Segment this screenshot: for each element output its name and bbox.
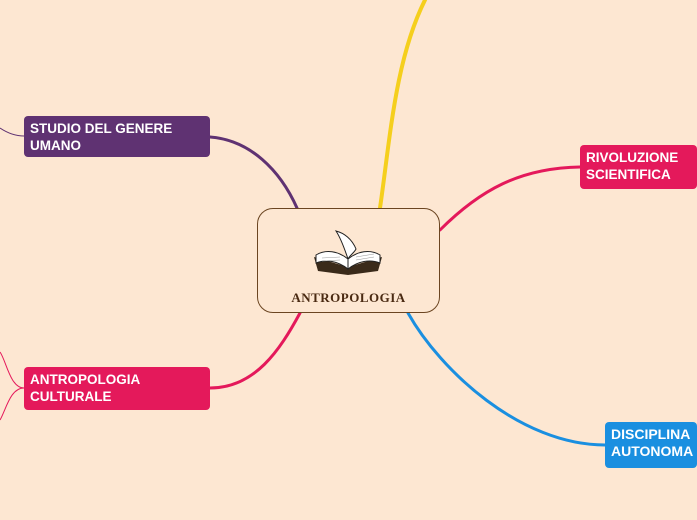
open-book-icon xyxy=(314,230,382,275)
node-studio-del-genere-umano[interactable]: STUDIO DEL GENERE UMANO xyxy=(24,116,210,157)
central-topic-title: ANTROPOLOGIA xyxy=(291,290,406,305)
link-antro-cult-sub1 xyxy=(0,351,25,389)
link-studio xyxy=(208,135,299,210)
link-top-yellow xyxy=(378,0,427,210)
link-studio-sub xyxy=(0,127,25,137)
link-antro-cult-sub2 xyxy=(0,387,25,421)
link-discipline xyxy=(406,311,607,447)
node-antropologia-culturale[interactable]: ANTROPOLOGIA CULTURALE xyxy=(24,367,210,410)
node-disciplina-autonoma[interactable]: DISCIPLINA AUTONOMA xyxy=(605,422,697,468)
link-antro-cult xyxy=(208,311,302,390)
node-rivoluzione-scientifica[interactable]: RIVOLUZIONE SCIENTIFICA xyxy=(580,145,697,189)
central-topic[interactable]: ANTROPOLOGIA xyxy=(257,208,440,313)
link-rivoluzione xyxy=(438,165,582,232)
